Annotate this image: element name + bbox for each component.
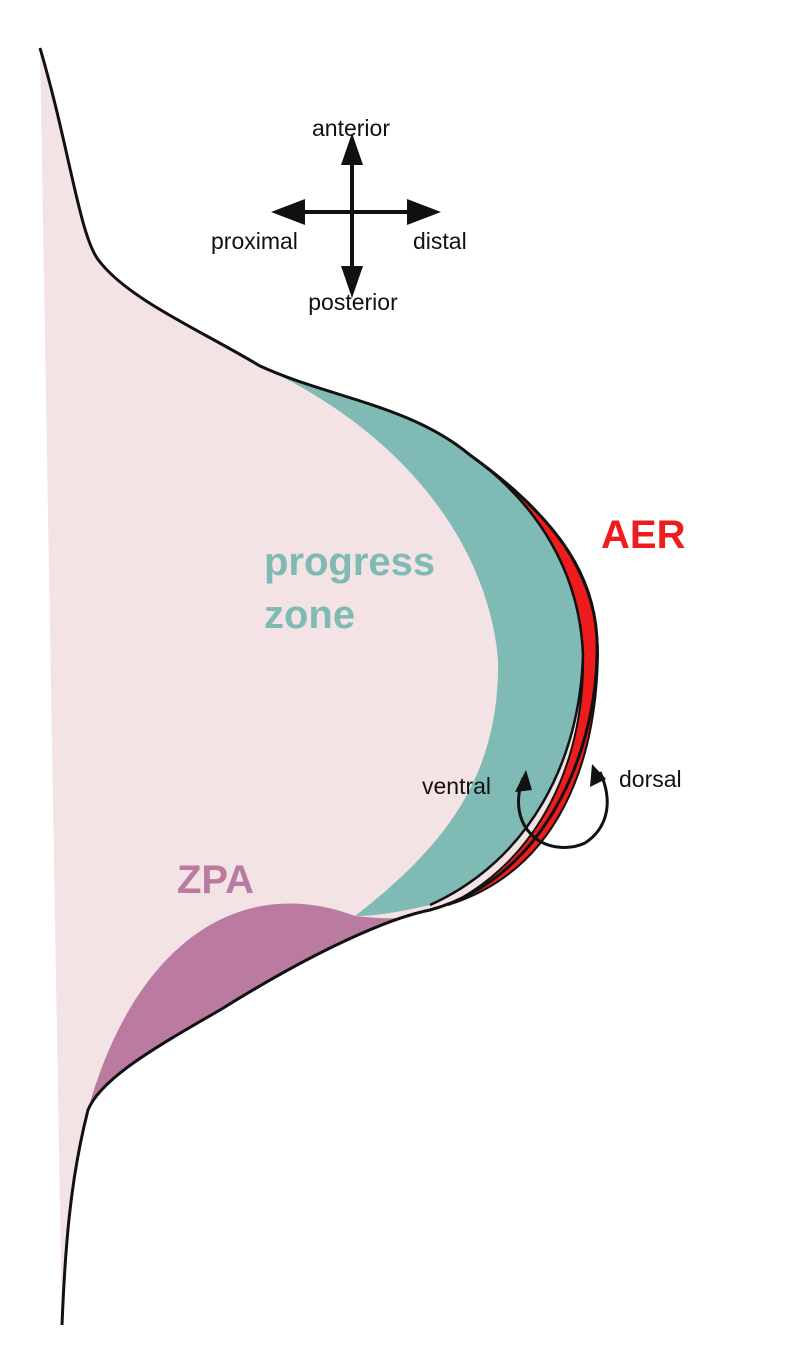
ventral-arrowhead-icon [515,770,532,792]
posterior-arrow-icon [341,266,363,298]
dorsal-label: dorsal [619,766,682,792]
dorsoventral-indicator: ventral dorsal [422,764,682,849]
ventral-label: ventral [422,773,491,799]
distal-arrow-icon [407,199,441,225]
progress-zone-label-line2: zone [264,593,355,637]
proximal-label: proximal [211,228,298,254]
distal-label: distal [413,228,467,254]
dorsal-arrowhead-icon [590,764,606,787]
orientation-compass: anterior posterior proximal distal [211,115,467,315]
limb-outline [38,47,599,1326]
zpa-label: ZPA [177,858,254,902]
anterior-label: anterior [312,115,390,141]
proximal-arrow-icon [271,199,305,225]
aer-label: AER [601,513,686,557]
aer-inner-outline [429,453,585,907]
posterior-label: posterior [308,289,398,315]
dorsoventral-curved-arrow [517,771,609,849]
progress-zone-region [260,366,583,916]
anterior-arrow-icon [341,133,363,165]
progress-zone-label-line1: progress [264,540,435,584]
